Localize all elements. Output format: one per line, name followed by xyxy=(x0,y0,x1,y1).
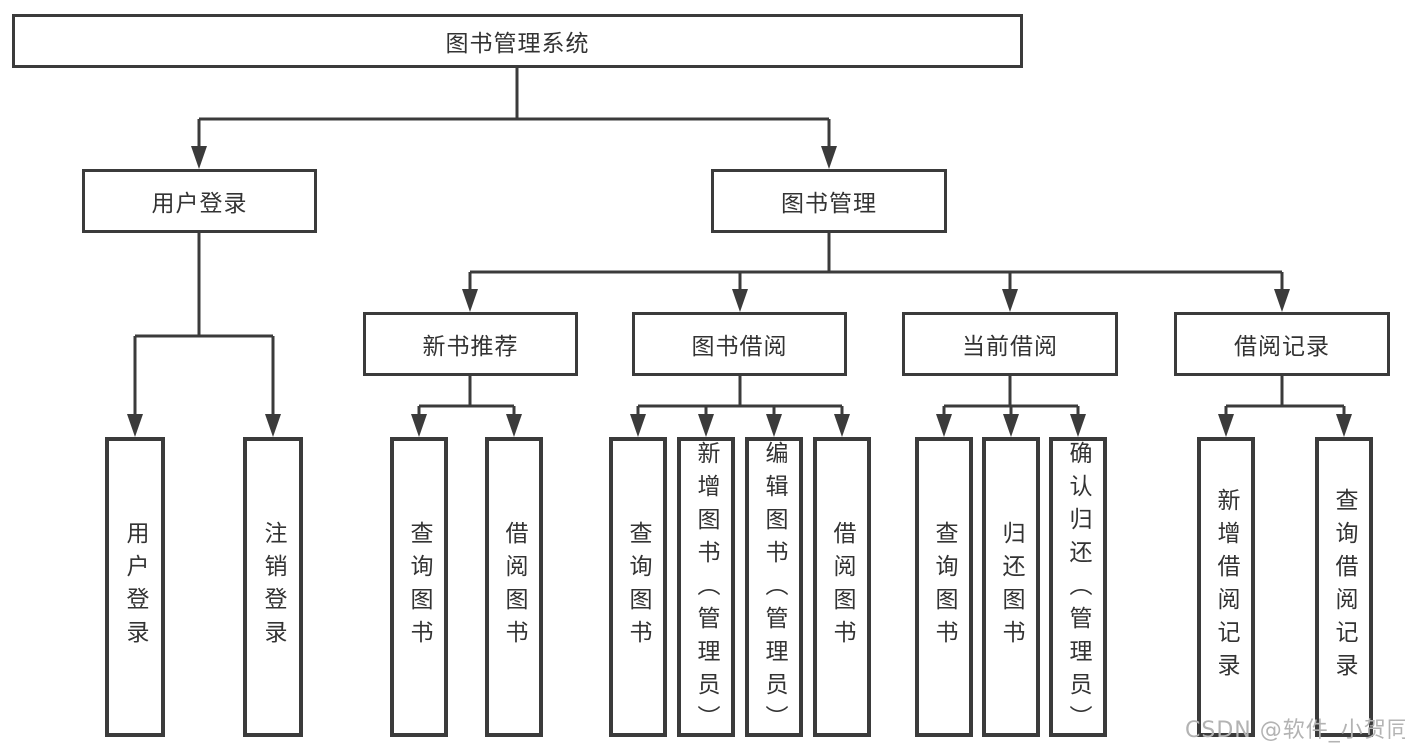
leaf-user-login: 用户登录 xyxy=(105,437,165,737)
node-current-borrow: 当前借阅 xyxy=(902,312,1118,376)
connector-root-to-level2 xyxy=(191,68,837,169)
node-new-book-recommend: 新书推荐 xyxy=(363,312,578,376)
leaf-query-books-current: 查询图书 xyxy=(915,437,973,737)
connector-new-book-to-leaves xyxy=(411,376,522,437)
leaf-return-books: 归还图书 xyxy=(982,437,1040,737)
leaf-add-borrow-record: 新增借阅记录 xyxy=(1197,437,1255,737)
leaf-query-borrow-record: 查询借阅记录 xyxy=(1315,437,1373,737)
connector-book-mgmt-to-level3 xyxy=(462,233,1290,312)
leaf-confirm-return-admin: 确认归还（管理员） xyxy=(1049,437,1107,738)
csdn-watermark: CSDN @软件_小贺同学 xyxy=(1185,718,1405,743)
connector-book-borrow-to-leaves xyxy=(630,376,850,437)
connector-current-borrow-to-leaves xyxy=(936,376,1086,437)
node-root-system: 图书管理系统 xyxy=(12,14,1023,68)
node-user-login: 用户登录 xyxy=(82,169,317,233)
node-book-borrow: 图书借阅 xyxy=(632,312,847,376)
connector-user-login-to-leaves xyxy=(127,233,281,437)
node-borrow-records: 借阅记录 xyxy=(1174,312,1390,376)
leaf-add-book-admin: 新增图书（管理员） xyxy=(677,437,735,738)
node-book-management: 图书管理 xyxy=(711,169,947,233)
leaf-borrow-books: 借阅图书 xyxy=(813,437,871,737)
leaf-query-books-borrow: 查询图书 xyxy=(609,437,667,737)
leaf-edit-book-admin: 编辑图书（管理员） xyxy=(745,437,803,738)
leaf-logout: 注销登录 xyxy=(243,437,303,737)
leaf-query-books-recommend: 查询图书 xyxy=(390,437,448,737)
connector-borrow-records-to-leaves xyxy=(1218,376,1352,437)
leaf-borrow-books-recommend: 借阅图书 xyxy=(485,437,543,737)
